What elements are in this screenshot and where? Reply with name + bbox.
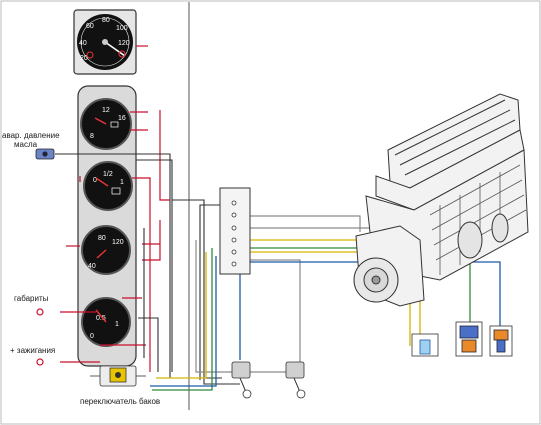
speedometer-tick: 20 bbox=[80, 55, 88, 62]
oil-pressure-gauge: 0 0.5 1 bbox=[81, 297, 131, 347]
alarm-pressure-sensor-icon bbox=[489, 325, 513, 357]
side-lights-label: габариты bbox=[14, 294, 49, 303]
oil-pressure-tick: 1 bbox=[115, 321, 119, 328]
speedometer-gauge: 20 40 60 80 100 120 bbox=[77, 14, 133, 70]
speedometer-tick: 40 bbox=[79, 40, 87, 47]
dark-wires bbox=[55, 153, 240, 385]
temperature-gauge: 40 80 120 bbox=[81, 225, 131, 275]
speedometer-tick: 100 bbox=[116, 25, 128, 32]
fuel-tick: 0 bbox=[93, 177, 97, 184]
speedometer-tick: 80 bbox=[102, 17, 110, 24]
temperature-tick: 120 bbox=[112, 239, 124, 246]
side-lights-terminal bbox=[36, 308, 44, 316]
ignition-terminal bbox=[36, 358, 44, 366]
voltmeter-gauge: 8 12 16 bbox=[80, 98, 132, 150]
tank-switch-icon bbox=[90, 365, 146, 387]
oil-pressure-alarm-label-line2: масла bbox=[14, 140, 38, 149]
oil-pressure-alarm-sensor-icon bbox=[35, 148, 55, 160]
red-wires bbox=[60, 45, 170, 372]
fuel-sender-left-icon bbox=[231, 361, 252, 399]
oil-pressure-tick: 0 bbox=[90, 333, 94, 340]
temperature-tick: 40 bbox=[88, 263, 96, 270]
oil-pressure-tick: 0.5 bbox=[96, 315, 106, 322]
ignition-label: + зажигания bbox=[10, 346, 56, 355]
fuel-sender-right-icon bbox=[285, 361, 306, 399]
speedometer-tick: 60 bbox=[86, 23, 94, 30]
temperature-tick: 80 bbox=[98, 235, 106, 242]
fuel-gauge: 0 1/2 1 bbox=[83, 161, 133, 211]
fuel-tick: 1/2 bbox=[103, 171, 113, 178]
speedometer-tick: 120 bbox=[118, 40, 130, 47]
temperature-sensor-icon bbox=[411, 333, 439, 357]
voltmeter-tick: 8 bbox=[90, 133, 94, 140]
tank-switch-label: переключатель баков bbox=[80, 397, 161, 406]
oil-pressure-alarm-label-line1: авар. давление bbox=[2, 131, 60, 140]
voltmeter-tick: 16 bbox=[118, 115, 126, 122]
oil-pressure-sensor-icon bbox=[455, 321, 483, 357]
engine-block-icon bbox=[353, 93, 529, 307]
connector-block bbox=[219, 187, 251, 275]
fuel-tick: 1 bbox=[120, 179, 124, 186]
voltmeter-tick: 12 bbox=[102, 107, 110, 114]
